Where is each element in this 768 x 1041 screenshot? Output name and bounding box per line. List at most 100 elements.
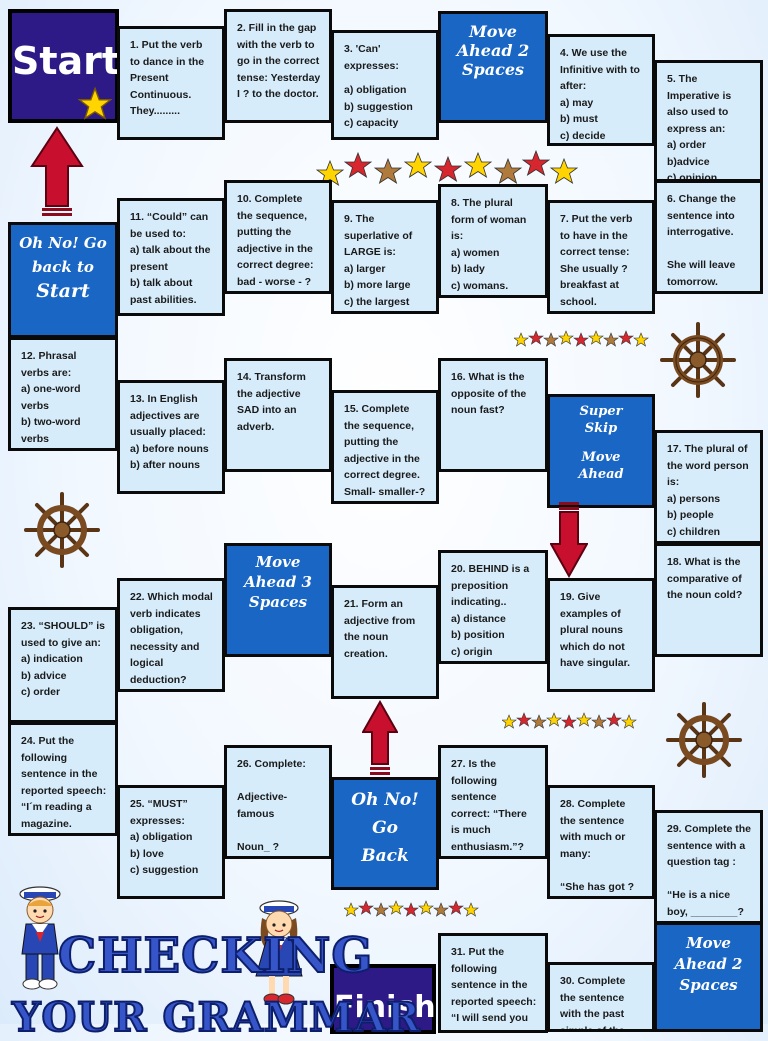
move-ahead-2-bottom[interactable]: Move Ahead 2 Spaces <box>654 922 763 1032</box>
board-square-20[interactable]: 20. BEHIND is a preposition indicating..… <box>438 550 548 664</box>
option: a) order <box>667 139 707 151</box>
board-square-15[interactable]: 15. Complete the sequence, putting the a… <box>331 390 439 504</box>
question-text: 20. BEHIND is a preposition indicating.. <box>451 563 530 608</box>
option: b) people <box>667 509 714 521</box>
board-square-21[interactable]: 21. Form an adjective from the noun crea… <box>331 585 439 699</box>
question-text: 10. Complete the sequence, putting the a… <box>237 193 314 288</box>
board-square-19[interactable]: 19. Give examples of plural nouns which … <box>547 578 655 692</box>
board-square-3[interactable]: 3. 'Can' expresses: a) obligation b) sug… <box>331 30 439 140</box>
question-text: 4. We use the Infinitive with to after: <box>560 47 640 92</box>
question-text: 2. Fill in the gap with the verb to go i… <box>237 22 321 100</box>
board-square-25[interactable]: 25. “MUST” expresses: a) obligation b) l… <box>117 785 225 899</box>
question-text: 8. The plural form of woman is: <box>451 197 527 242</box>
option: a) obligation <box>130 831 193 843</box>
option: c) opinion <box>667 172 718 182</box>
option: a) may <box>560 96 594 109</box>
option: c) womans. <box>451 279 509 292</box>
option: b) lady <box>451 263 485 275</box>
board-square-5[interactable]: 5. The Imperative is also used to expres… <box>654 60 763 182</box>
question-text: 23. “SHOULD” is used to give an: <box>21 620 106 649</box>
board-square-30[interactable]: 30. Complete the sentence with the past … <box>547 962 655 1032</box>
board-square-7[interactable]: 7. Put the verb to have in the correct t… <box>547 200 655 314</box>
option: a) one-word verbs <box>21 383 81 412</box>
board-square-14[interactable]: 14. Transform the adjective SAD into an … <box>224 358 332 472</box>
option: b) suggestion <box>344 100 413 113</box>
question-text: 31. Put the following sentence in the re… <box>451 946 537 1024</box>
option: b) position <box>451 629 505 641</box>
question-text: 22. Which modal verb indicates obligatio… <box>130 591 213 686</box>
question-text: 18. What is the comparative of the noun … <box>667 556 743 601</box>
go-back-to-start[interactable]: Oh No! Go back to Start <box>8 222 118 338</box>
title-line-2: YOUR GRAMMAR <box>11 993 421 1041</box>
board-square-4[interactable]: 4. We use the Infinitive with to after: … <box>547 34 655 146</box>
sailor-boy-icon <box>19 886 61 990</box>
start-square: Start <box>8 9 120 123</box>
arrow-up-icon <box>362 700 398 775</box>
option: a) indication <box>21 653 83 665</box>
ship-wheel-icon <box>666 702 742 778</box>
option: b) after nouns <box>130 459 200 471</box>
question-text: 19. Give examples of plural nouns which … <box>560 591 631 669</box>
option: b) must <box>560 113 598 125</box>
board-square-24[interactable]: 24. Put the following sentence in the re… <box>8 722 118 836</box>
board-square-29[interactable]: 29. Complete the sentence with a questio… <box>654 810 763 924</box>
star-icon <box>78 87 112 120</box>
board-square-23[interactable]: 23. “SHOULD” is used to give an: a) indi… <box>8 607 118 723</box>
question-text: 25. “MUST” expresses: <box>130 798 188 827</box>
go-back[interactable]: Oh No! Go Back <box>331 777 439 890</box>
super-skip-move-ahead[interactable]: Super Skip Move Ahead <box>547 394 655 508</box>
question-text: 14. Transform the adjective SAD into an … <box>237 371 306 433</box>
ship-wheel-icon <box>24 492 100 568</box>
option: b) love <box>130 847 164 860</box>
option: a) larger <box>344 262 386 275</box>
board-square-18[interactable]: 18. What is the comparative of the noun … <box>654 543 763 657</box>
finish-square: Finish <box>330 964 436 1034</box>
move-ahead-2-top[interactable]: Move Ahead 2 Spaces <box>438 11 548 123</box>
question-text: 21. Form an adjective from the noun crea… <box>344 598 416 660</box>
question-text: 26. Complete: Adjective- famous Noun_ ? <box>237 758 306 853</box>
question-text: 30. Complete the sentence with the past … <box>560 975 626 1032</box>
board-square-16[interactable]: 16. What is the opposite of the noun fas… <box>438 358 548 472</box>
option: b) advice <box>21 669 67 682</box>
question-text: 3. 'Can' expresses: <box>344 43 399 72</box>
sailor-girl-icon <box>255 900 303 1005</box>
board-square-2[interactable]: 2. Fill in the gap with the verb to go i… <box>224 9 332 123</box>
question-text: 1. Put the verb to dance in the Present … <box>130 39 205 117</box>
board-square-6[interactable]: 6. Change the sentence into interrogativ… <box>654 180 763 294</box>
finish-label: Finish <box>334 990 436 1025</box>
move-ahead-3[interactable]: Move Ahead 3 Spaces <box>224 543 332 657</box>
option: a) persons <box>667 492 721 505</box>
option: a) talk about the present <box>130 244 211 273</box>
board-square-26[interactable]: 26. Complete: Adjective- famous Noun_ ? <box>224 745 332 859</box>
board-square-10[interactable]: 10. Complete the sequence, putting the a… <box>224 180 332 294</box>
board-square-9[interactable]: 9. The superlative of LARGE is: a) large… <box>331 200 439 314</box>
question-text: 29. Complete the sentence with a questio… <box>667 823 752 918</box>
board-square-28[interactable]: 28. Complete the sentence with much or m… <box>547 785 655 899</box>
option: c) capacity <box>344 117 399 129</box>
question-text: 7. Put the verb to have in the correct t… <box>560 213 633 308</box>
board-square-1[interactable]: 1. Put the verb to dance in the Present … <box>117 26 225 140</box>
question-text: 17. The plural of the word person is: <box>667 443 749 488</box>
board-square-12[interactable]: 12. Phrasal verbs are: a) one-word verbs… <box>8 337 118 451</box>
question-text: 24. Put the following sentence in the re… <box>21 735 107 830</box>
option: c) suggestion <box>130 864 199 876</box>
question-text: 13. In English adjectives are usually pl… <box>130 393 206 438</box>
option: a) distance <box>451 612 506 625</box>
question-text: 28. Complete the sentence with much or m… <box>560 798 635 893</box>
board-square-22[interactable]: 22. Which modal verb indicates obligatio… <box>117 578 225 692</box>
board-square-11[interactable]: 11. “Could” can be used to: a) talk abou… <box>117 198 225 316</box>
option: c) decide <box>560 129 606 142</box>
stars-decoration <box>316 150 579 186</box>
question-text: 15. Complete the sequence, putting the a… <box>344 403 426 498</box>
title-line-1: CHECKING <box>57 927 374 985</box>
board-square-8[interactable]: 8. The plural form of woman is: a) women… <box>438 184 548 298</box>
option: a) obligation <box>344 84 407 96</box>
board-square-17[interactable]: 17. The plural of the word person is: a)… <box>654 430 763 544</box>
board-square-31[interactable]: 31. Put the following sentence in the re… <box>438 933 548 1033</box>
question-text: 6. Change the sentence into interrogativ… <box>667 193 736 288</box>
board-square-27[interactable]: 27. Is the following sentence correct: “… <box>438 745 548 859</box>
board-square-13[interactable]: 13. In English adjectives are usually pl… <box>117 380 225 494</box>
stars-decoration <box>514 330 649 347</box>
question-text: 16. What is the opposite of the noun fas… <box>451 371 527 416</box>
question-text: 27. Is the following sentence correct: “… <box>451 758 527 853</box>
